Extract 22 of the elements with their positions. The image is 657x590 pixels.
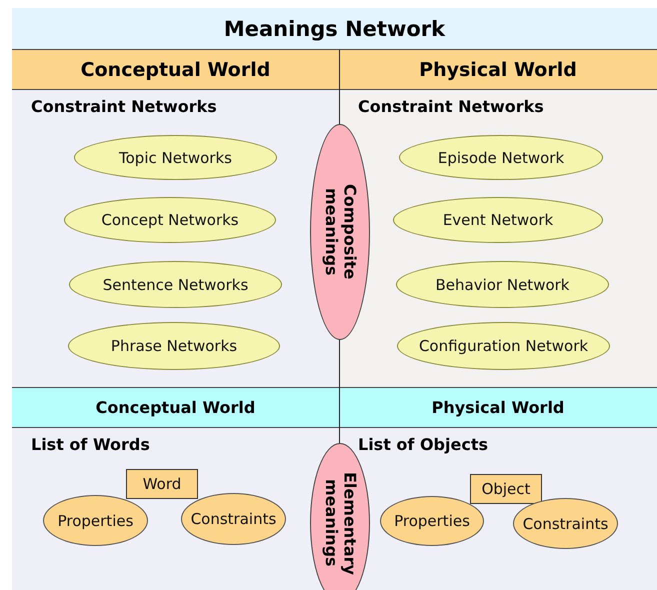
ellipse-node: Properties	[380, 496, 484, 546]
ellipse-node: Behavior Network	[396, 261, 609, 308]
ellipse-node: Topic Networks	[74, 135, 277, 180]
ellipse-node: Event Network	[393, 197, 603, 243]
column-header: Conceptual World	[12, 50, 339, 90]
title-band: Meanings Network	[12, 8, 657, 50]
ellipse-node: Constraints	[513, 498, 618, 549]
panel-heading: List of Words	[31, 435, 150, 454]
ellipse-node: Sentence Networks	[69, 261, 282, 308]
ellipse-node: Configuration Network	[397, 322, 610, 370]
ellipse-node: Phrase Networks	[68, 322, 280, 370]
ellipse-node: Properties	[43, 495, 148, 546]
ellipse-node: Episode Network	[399, 135, 603, 180]
panel-heading: Constraint Networks	[31, 97, 217, 116]
panel-heading: Constraint Networks	[358, 97, 544, 116]
ellipse-node: Constraints	[181, 493, 286, 545]
entity-box: Object	[470, 474, 542, 504]
column-header: Physical World	[339, 50, 657, 90]
column-header: Conceptual World	[12, 387, 339, 428]
entity-box: Word	[126, 469, 198, 499]
ellipse-node: Concept Networks	[64, 197, 276, 243]
column-header: Physical World	[339, 387, 657, 428]
